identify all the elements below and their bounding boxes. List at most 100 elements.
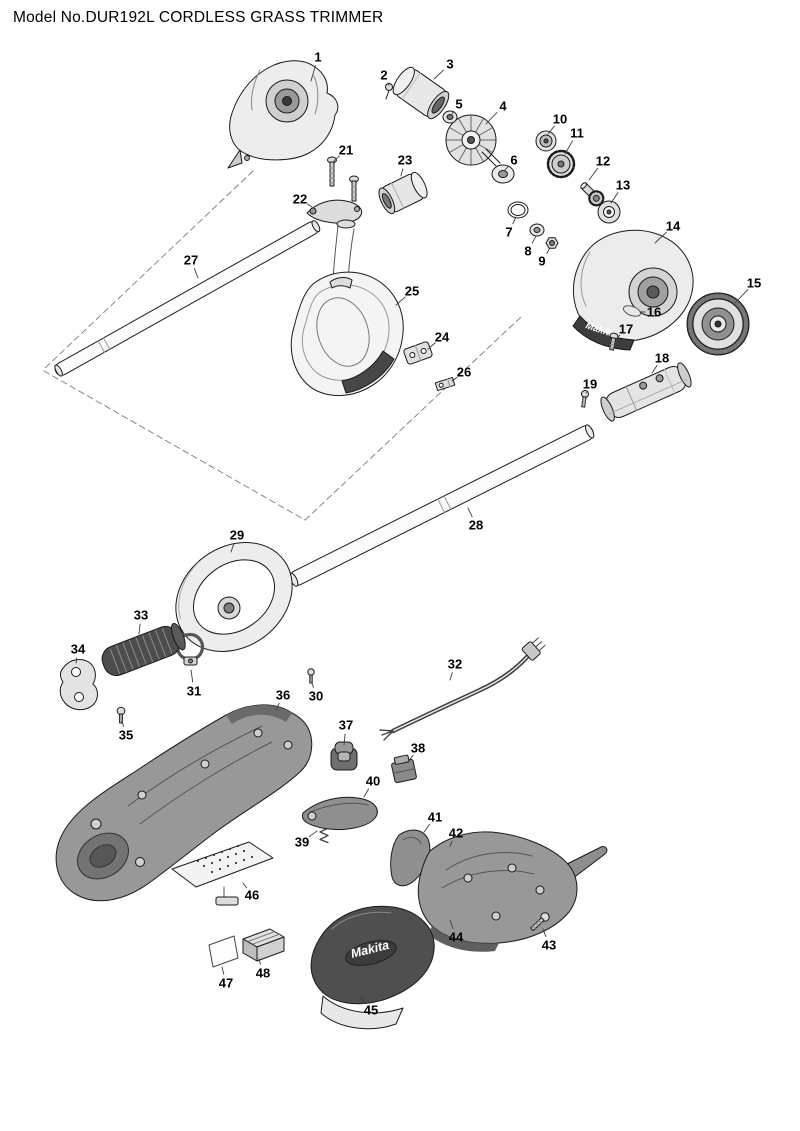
callout-number-7: 7	[505, 225, 512, 240]
callout-number-16: 16	[647, 305, 661, 320]
part-11-gear	[546, 149, 576, 179]
callout-leader-46	[242, 882, 248, 889]
callout-number-28: 28	[469, 518, 483, 533]
callout-leader-3	[433, 69, 444, 80]
callout-number-9: 9	[538, 254, 545, 269]
callout-number-33: 33	[134, 608, 148, 623]
callout-leader-39	[308, 830, 318, 838]
callout-leader-43	[542, 928, 547, 938]
callout-number-34: 34	[71, 642, 86, 657]
part-12-pinion	[580, 182, 605, 207]
callout-number-12: 12	[596, 154, 610, 169]
part-26-clip	[434, 376, 456, 392]
callout-number-39: 39	[295, 835, 309, 850]
part-33-grip	[101, 622, 186, 677]
callout-leader-12	[588, 167, 599, 181]
page-title: Model No.DUR192L CORDLESS GRASS TRIMMER	[13, 9, 384, 26]
callout-number-31: 31	[187, 684, 201, 699]
part-31-clamp-ring	[175, 632, 205, 666]
callout-number-44: 44	[449, 930, 464, 945]
callout-number-32: 32	[448, 657, 462, 672]
callout-leader-27	[193, 267, 199, 279]
callout-leader-8	[531, 235, 537, 244]
part-21-bolts	[327, 156, 359, 202]
callout-leader-31	[190, 669, 194, 683]
part-43-screw	[530, 912, 550, 932]
part-47-label	[208, 935, 239, 968]
part-36-housing-left	[55, 704, 313, 902]
callout-number-30: 30	[309, 689, 323, 704]
callout-number-18: 18	[655, 351, 669, 366]
callout-leader-32	[449, 672, 453, 681]
callout-number-5: 5	[455, 97, 462, 112]
part-34-hanger-bracket	[59, 659, 98, 711]
callout-leader-4	[485, 112, 498, 125]
callout-leader-28	[467, 507, 473, 518]
callout-number-3: 3	[446, 57, 453, 72]
callout-leader-17	[615, 334, 621, 340]
callout-leader-22	[307, 203, 313, 208]
callout-number-48: 48	[256, 966, 270, 981]
callout-leader-44	[449, 919, 454, 929]
part-5-bearing	[442, 110, 458, 124]
callout-number-13: 13	[616, 178, 630, 193]
part-44-housing-right	[417, 831, 608, 952]
callout-leader-1	[310, 65, 316, 82]
callout-leader-5	[451, 110, 455, 115]
callout-number-24: 24	[435, 330, 450, 345]
callout-leader-21	[333, 155, 340, 162]
callout-number-42: 42	[449, 826, 463, 841]
callout-leader-35	[121, 720, 124, 727]
part-32-cable-assembly	[379, 637, 546, 741]
callout-leader-33	[138, 623, 141, 635]
callout-number-21: 21	[339, 143, 353, 158]
part-2-screw	[385, 83, 393, 100]
part-1-motor-cover	[227, 60, 339, 169]
part-3-stator	[392, 66, 450, 120]
callout-leader-7	[512, 216, 517, 225]
callout-leader-2	[387, 82, 390, 86]
part-13-bearing	[597, 200, 621, 224]
callout-leader-29	[230, 543, 235, 553]
callout-leader-25	[395, 296, 406, 306]
callout-number-14: 14	[666, 219, 681, 234]
part-41-trigger	[390, 829, 431, 887]
callout-leader-23	[400, 168, 404, 177]
part-25-protector-guard	[290, 271, 404, 396]
callout-leader-47	[221, 966, 225, 975]
part-19-screw	[581, 390, 589, 408]
part-6-washer	[491, 164, 515, 184]
part-22-lever	[306, 199, 363, 224]
callout-leader-36	[275, 702, 280, 711]
callout-leader-38	[408, 754, 414, 762]
part-48-terminal-block	[242, 928, 285, 962]
callout-leader-34	[75, 657, 78, 664]
callout-leader-37	[343, 733, 346, 746]
part-29-loop-handle	[175, 542, 293, 652]
callout-leader-15	[734, 289, 749, 304]
assembly-axis-lines	[43, 170, 522, 521]
callout-number-43: 43	[542, 938, 556, 953]
callout-number-25: 25	[405, 284, 419, 299]
callout-number-27: 27	[184, 253, 198, 268]
part-16-label	[622, 305, 642, 317]
callout-number-15: 15	[747, 276, 761, 291]
callout-number-29: 29	[230, 528, 244, 543]
callout-number-1: 1	[314, 50, 321, 65]
callout-number-23: 23	[398, 153, 412, 168]
callout-number-4: 4	[499, 99, 507, 114]
callout-leader-14	[654, 231, 667, 244]
callout-leader-13	[610, 192, 619, 204]
part-10-disc	[535, 130, 557, 152]
part-40-lockoff-lever	[301, 796, 378, 831]
callout-number-8: 8	[524, 244, 531, 259]
part-23-clamp-sleeve	[378, 171, 428, 215]
part-28-lower-pipe	[288, 424, 595, 587]
callout-leader-9	[546, 247, 551, 254]
part-45-battery-cover: Makita	[310, 905, 435, 1030]
callout-number-46: 46	[245, 888, 259, 903]
callout-leader-45	[360, 997, 366, 1004]
callout-number-35: 35	[119, 728, 133, 743]
